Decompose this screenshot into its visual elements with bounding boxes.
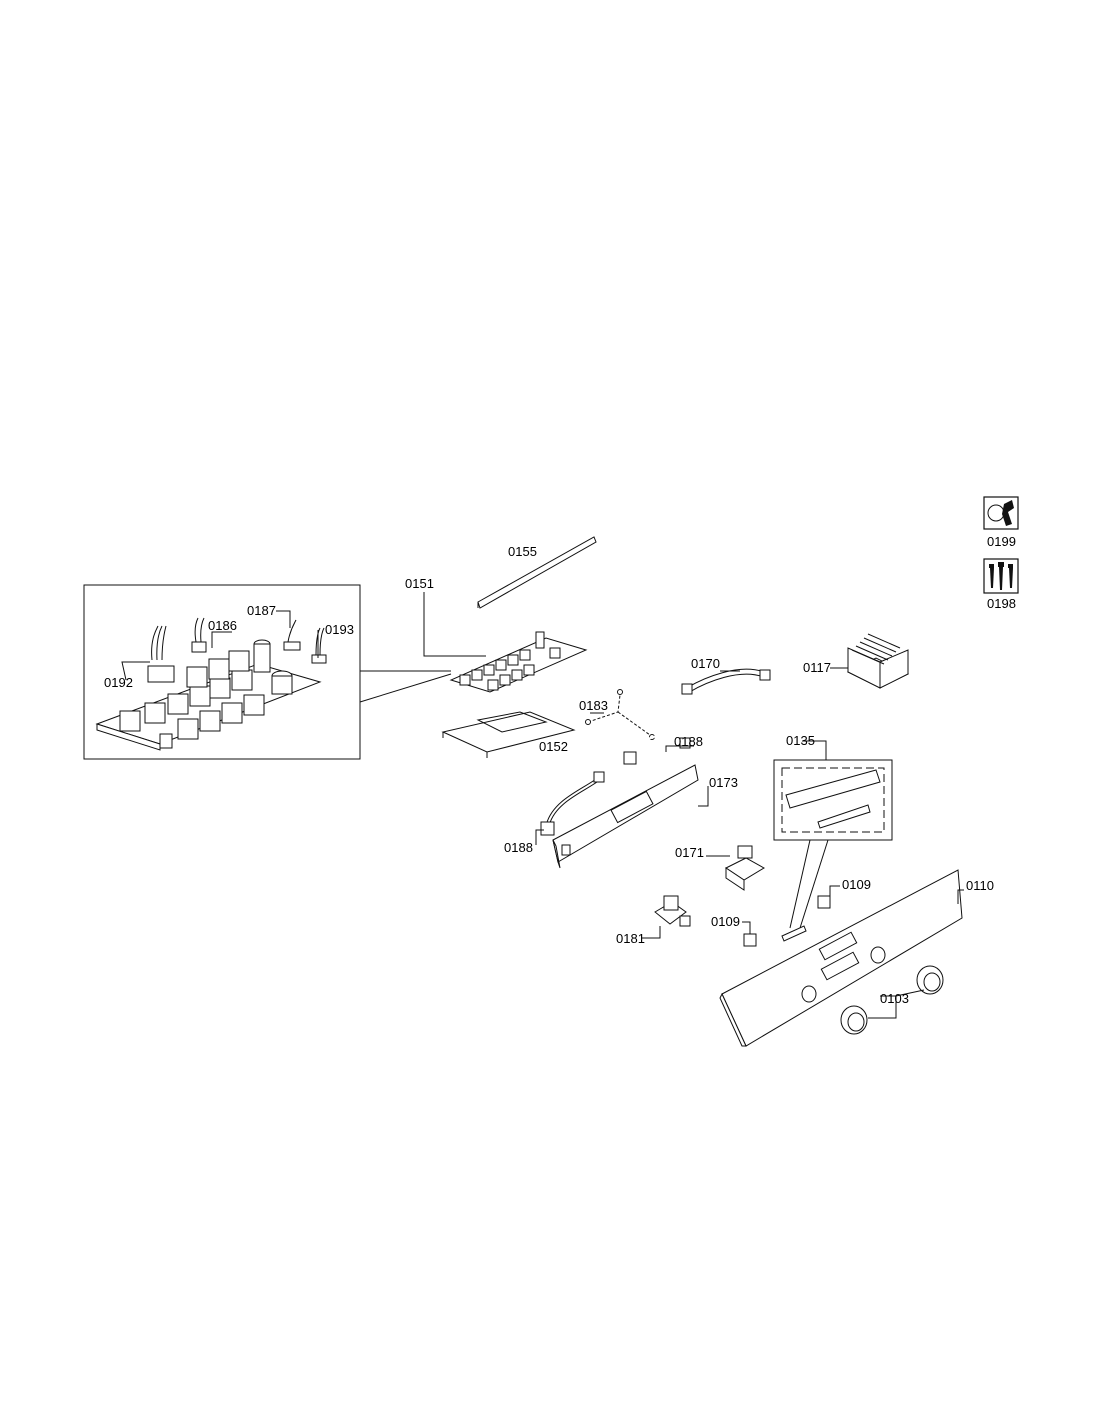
callout-0171: 0171 (675, 845, 704, 860)
part-0135-detail (773, 759, 893, 929)
callout-0110: 0110 (966, 878, 994, 893)
callout-0117: 0117 (803, 660, 831, 675)
wrench-service-icon (983, 496, 1019, 530)
part-0152-frame (441, 711, 576, 758)
callout-0188-upper: 0188 (674, 734, 703, 749)
callout-0109-upper: 0109 (842, 877, 871, 892)
part-0183-clip (585, 689, 655, 740)
callout-0186: 0186 (208, 618, 237, 633)
part-small-bar (781, 925, 807, 942)
callout-0109-lower: 0109 (711, 914, 740, 929)
part-0110-control-panel (719, 869, 963, 1047)
callout-0192: 0192 (104, 675, 133, 690)
part-0117-heatsink (846, 633, 910, 689)
callout-0135: 0135 (786, 733, 815, 748)
detail-inset (83, 584, 452, 760)
part-0109-button-upper (817, 895, 831, 909)
callout-0103: 0103 (880, 991, 909, 1006)
part-0155-strip (477, 536, 597, 609)
callout-0183: 0183 (579, 698, 608, 713)
screws-set-icon (983, 558, 1019, 594)
callout-0151: 0151 (405, 576, 434, 591)
part-0109-button-lower (743, 933, 757, 947)
callout-0188-lower: 0188 (504, 840, 533, 855)
callout-0199: 0199 (987, 534, 1016, 549)
callout-0181: 0181 (616, 931, 645, 946)
part-0188-cable-lower (540, 771, 605, 836)
part-0103-knob-right (916, 965, 944, 995)
part-0171-switch (725, 845, 765, 891)
part-0170-cable (681, 668, 771, 695)
callout-0173: 0173 (709, 775, 738, 790)
part-0103-knob-left (840, 1005, 868, 1035)
part-0188-cable-upper (623, 734, 691, 765)
part-0151-board (449, 631, 588, 693)
callout-0155: 0155 (508, 544, 537, 559)
leader-lines (121, 592, 964, 1019)
control-board-detail (95, 617, 327, 751)
part-0181-selector (654, 895, 691, 927)
callout-0193: 0193 (325, 622, 354, 637)
callout-0198: 0198 (987, 596, 1016, 611)
part-0173-display-board (552, 764, 699, 869)
callout-0187: 0187 (247, 603, 276, 618)
callout-0170: 0170 (691, 656, 720, 671)
callout-0152: 0152 (539, 739, 568, 754)
